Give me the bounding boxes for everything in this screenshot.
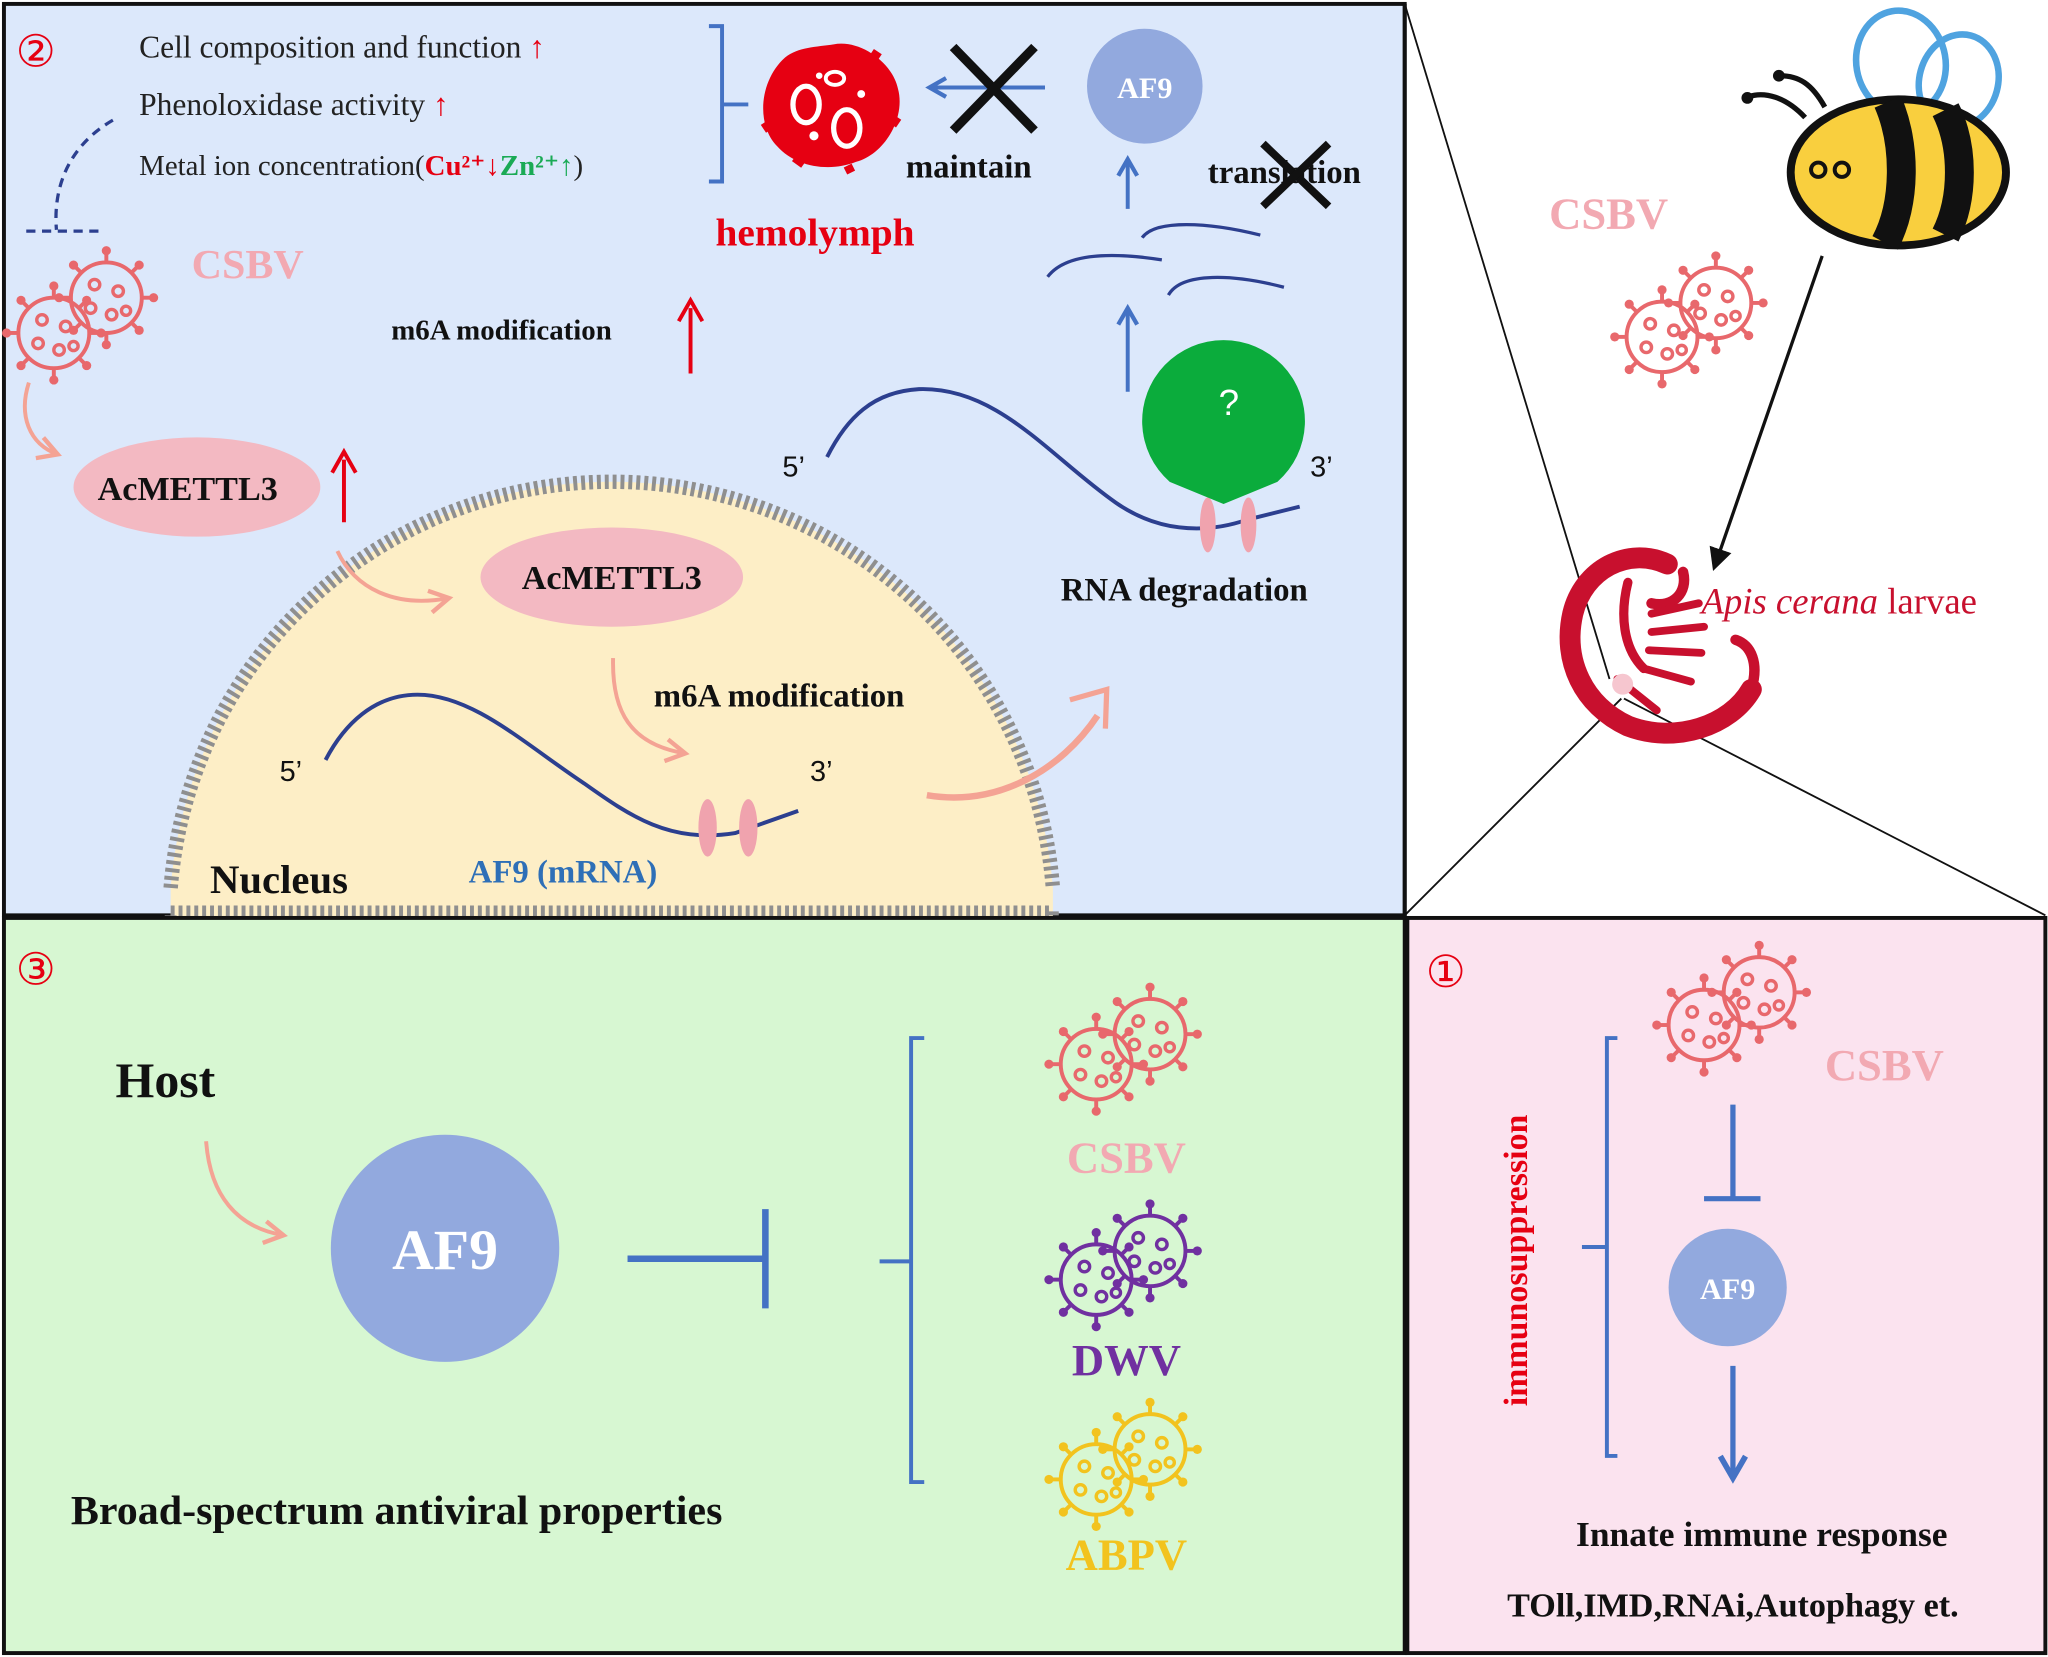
bee-icon — [1741, 7, 2010, 250]
acmettl3-import-arrow — [335, 550, 454, 615]
panel-1: ① CSBV immunosuppression AF9 Innate immu… — [1405, 915, 2048, 1656]
dashed-inhibition — [26, 118, 114, 233]
m6a-up-arrowhead — [677, 296, 705, 323]
acmettl3-to-mrna-arrow — [611, 658, 690, 764]
m6a-site — [1240, 497, 1257, 553]
larva-icon — [1559, 547, 1762, 744]
reader-protein-question: ? — [1219, 382, 1239, 423]
panel-1-number: ① — [1426, 948, 1466, 997]
translation-cross-icon — [1260, 140, 1332, 210]
maintain-label: maintain — [906, 150, 1032, 186]
bee-to-larva-arrow — [1709, 255, 1824, 572]
af9-large-label: AF9 — [392, 1219, 498, 1282]
csbv-label-panel1: CSBV — [1825, 1040, 1944, 1090]
nuclear-mrna-3prime: 3’ — [810, 756, 832, 788]
cytoplasmic-mrna — [825, 387, 1301, 531]
acmettl3-nucleus-label: AcMETTL3 — [522, 560, 702, 597]
nucleus-label: Nucleus — [210, 857, 348, 902]
panel-3: ③ Host AF9 CSBV DWV ABPV Broad-spectrum … — [1, 915, 1407, 1656]
dwv-virus-label: DWV — [1072, 1335, 1181, 1385]
effect-phenoloxidase: Phenoloxidase activity↑ — [139, 87, 449, 122]
cytoplasmic-mrna-3prime: 3’ — [1310, 452, 1332, 484]
reader-protein-icon — [1142, 340, 1305, 505]
af9-protein-label: AF9 — [1117, 71, 1172, 105]
immunosuppression-bracket — [1581, 1036, 1618, 1458]
virus-bracket — [879, 1036, 925, 1484]
effects-bracket — [708, 24, 749, 184]
overview: CSBV — [1403, 3, 2046, 917]
acmettl3-cytoplasm-pill — [73, 437, 321, 537]
larvae-label: Apis cerana larvae — [1699, 581, 1977, 622]
hemolymph-icon — [760, 43, 902, 175]
csbv-label-panel2: CSBV — [192, 242, 304, 288]
panel-2: ② Cell composition and function↑ Phenolo… — [0, 1, 1407, 930]
abpv-virus-label: ABPV — [1066, 1530, 1187, 1580]
acmettl3-nucleus-pill — [480, 527, 744, 627]
effect-cell-composition: Cell composition and function↑ — [139, 30, 545, 65]
af9-inhibition-icon — [627, 1209, 769, 1309]
nuclear-mrna-5prime: 5’ — [280, 756, 302, 788]
immunosuppression-label: immunosuppression — [1498, 1114, 1535, 1406]
af9-small-circle — [1668, 1228, 1787, 1347]
larva-infection-spot — [1612, 673, 1634, 695]
mrna-export-arrow — [926, 713, 1101, 801]
maintain-cross-icon — [949, 43, 1038, 134]
m6a-site — [739, 799, 758, 857]
m6a-site — [1199, 497, 1216, 553]
innate-immune-label: Innate immune response — [1576, 1514, 1947, 1554]
af9-large-circle — [330, 1134, 560, 1362]
rna-fragments — [1046, 222, 1285, 297]
csbv-label-overview: CSBV — [1549, 189, 1668, 239]
broad-spectrum-label: Broad-spectrum antiviral properties — [71, 1488, 723, 1534]
panel-3-number: ③ — [16, 946, 56, 995]
csbv-inhibits-af9-icon — [1704, 1104, 1761, 1202]
csbv-virus-label: CSBV — [1067, 1133, 1186, 1183]
host-to-af9-arrow — [204, 1141, 288, 1245]
af9-mrna-label: AF9 (mRNA) — [469, 855, 658, 891]
af9-protein-circle — [1087, 28, 1203, 144]
m6a-modification-upper: m6A modification — [391, 315, 612, 347]
effect-metal-ion: Metal ion concentration(Cu²⁺↓Zn²⁺↑) — [139, 150, 583, 182]
cytoplasmic-mrna-5prime: 5’ — [782, 452, 804, 484]
m6a-site — [698, 799, 717, 857]
acmettl3-cytoplasm-label: AcMETTL3 — [98, 471, 278, 508]
hemolymph-label: hemolymph — [715, 212, 914, 255]
nuclear-mrna — [323, 692, 799, 838]
af9-small-label: AF9 — [1700, 1272, 1755, 1306]
panel-2-number: ② — [16, 28, 56, 77]
host-label: Host — [116, 1053, 216, 1108]
csbv-virus-icon-overview — [1608, 249, 1770, 391]
rna-degradation-label: RNA degradation — [1061, 573, 1308, 609]
m6a-modification-nucleus: m6A modification — [654, 678, 905, 714]
panel-3-background — [1, 915, 1407, 1656]
virus-to-acmettl3-arrow — [23, 381, 62, 461]
immune-pathways-label: TOll,IMD,RNAi,Autophagy et. — [1507, 1588, 1959, 1625]
